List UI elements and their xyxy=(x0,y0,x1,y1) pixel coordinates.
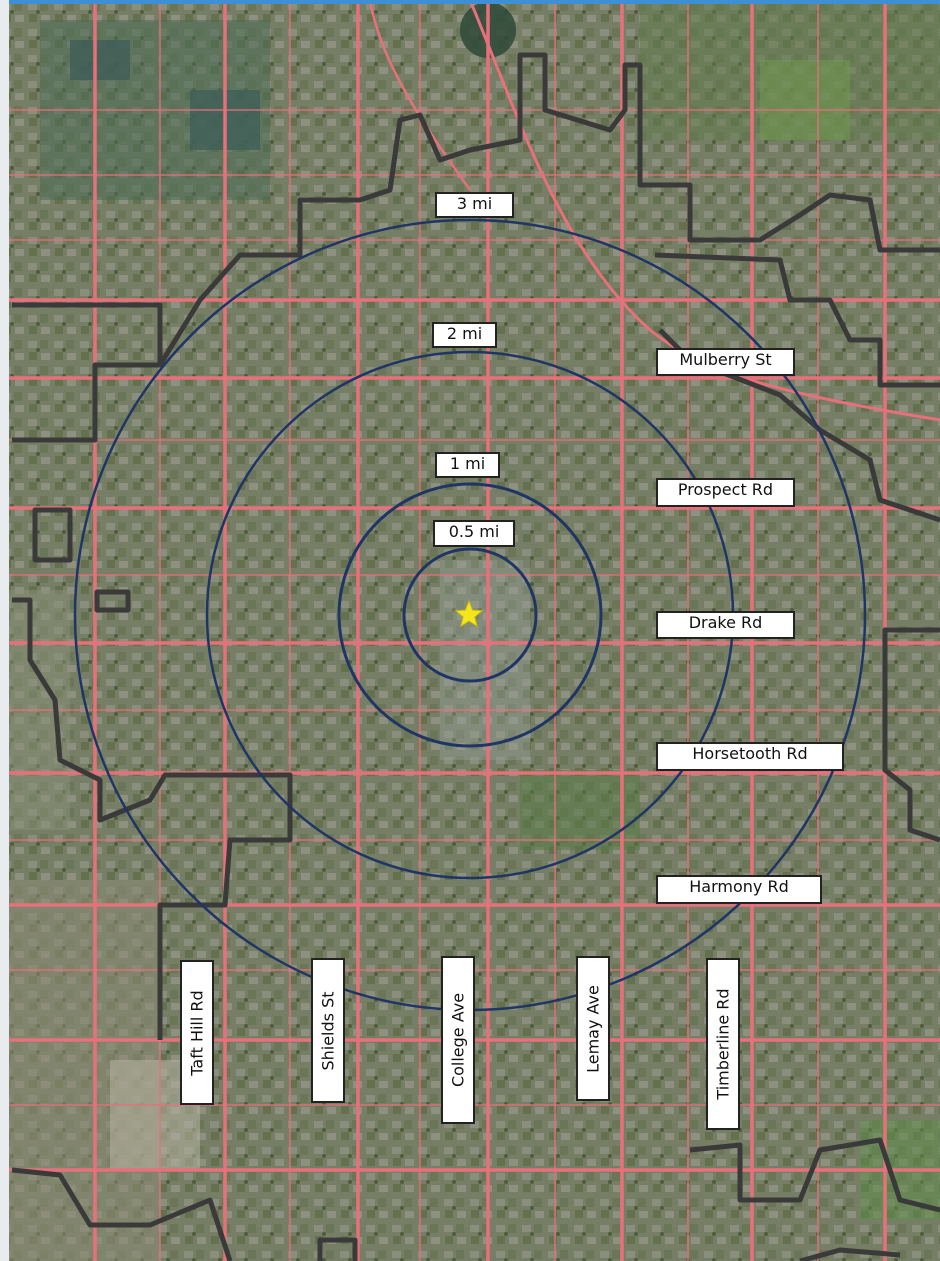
street-label-college: College Ave xyxy=(441,956,475,1124)
ring-label-1mi: 1 mi xyxy=(435,452,500,478)
street-label-shields-text: Shields St xyxy=(318,990,338,1071)
window-top-edge xyxy=(0,0,940,4)
street-label-prospect: Prospect Rd xyxy=(656,478,795,507)
street-label-horsetooth: Horsetooth Rd xyxy=(656,742,844,771)
ring-label-0-5mi: 0.5 mi xyxy=(433,520,515,547)
street-label-taft-hill: Taft Hill Rd xyxy=(180,960,214,1105)
ring-1mi xyxy=(337,482,603,748)
window-left-edge xyxy=(0,0,9,1261)
street-label-mulberry: Mulberry St xyxy=(656,348,795,376)
city-boundary xyxy=(11,52,940,1261)
street-label-harmony: Harmony Rd xyxy=(656,875,822,904)
street-label-drake: Drake Rd xyxy=(656,611,795,639)
street-label-shields: Shields St xyxy=(311,958,345,1103)
ring-label-3mi: 3 mi xyxy=(435,192,514,218)
street-label-college-text: College Ave xyxy=(448,992,468,1088)
street-label-lemay-text: Lemay Ave xyxy=(583,984,603,1073)
star-icon[interactable] xyxy=(454,599,484,628)
ring-0-5mi xyxy=(402,547,538,683)
street-label-taft-hill-text: Taft Hill Rd xyxy=(187,989,207,1076)
street-label-timberline-text: Timberline Rd xyxy=(713,988,733,1100)
street-label-lemay: Lemay Ave xyxy=(576,956,610,1101)
ring-label-2mi: 2 mi xyxy=(432,322,497,348)
street-label-timberline: Timberline Rd xyxy=(706,958,740,1130)
